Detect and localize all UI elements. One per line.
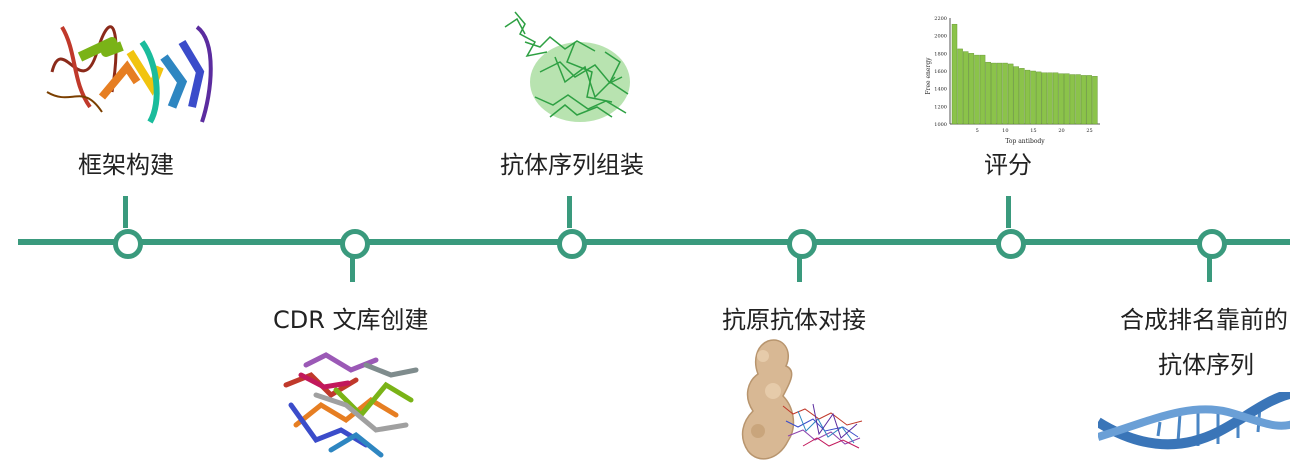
chart-bar xyxy=(963,51,969,125)
node-6 xyxy=(1197,229,1227,259)
framework-ribbon-image xyxy=(46,25,213,124)
node-3 xyxy=(557,229,587,259)
step-label-sequence-assembly: 抗体序列组装 xyxy=(500,151,644,179)
step-label-cdr-library: CDR 文库创建 xyxy=(273,306,429,334)
node-2 xyxy=(340,229,370,259)
chart-bar xyxy=(1064,73,1070,125)
chart-ylabel: Free energy xyxy=(925,57,932,95)
step-label-docking: 抗原抗体对接 xyxy=(722,306,866,334)
chart-bar xyxy=(1041,72,1048,125)
chart-bar xyxy=(1036,71,1042,125)
chart-bar xyxy=(1069,74,1076,125)
chart-y-tick-label: 1200 xyxy=(934,104,947,110)
chart-y-tick-label: 2200 xyxy=(934,16,947,22)
step-label-synthesis-line1: 合成排名靠前的 xyxy=(1120,306,1288,334)
step-label-scoring: 评分 xyxy=(984,151,1032,179)
stem-5 xyxy=(1006,196,1011,228)
chart-bar xyxy=(1047,72,1053,125)
docking-surface-image xyxy=(741,339,863,460)
chart-bar xyxy=(1030,70,1036,125)
chart-bar xyxy=(968,53,975,125)
chart-bar xyxy=(1013,66,1019,125)
chart-bar xyxy=(1058,73,1064,125)
chart-x-tick-label: 15 xyxy=(1030,128,1036,134)
chart-bar xyxy=(1002,62,1008,125)
stem-3 xyxy=(567,196,572,228)
stem-6 xyxy=(1207,256,1212,282)
scoring-bar-chart: Free energy 2200 2000 1800 1600 1400 1200 1000… xyxy=(925,16,1100,145)
chart-bar xyxy=(991,62,997,125)
chart-x-tick-label: 20 xyxy=(1058,128,1064,134)
sequence-assembly-cloud-image xyxy=(504,11,630,122)
node-5 xyxy=(996,229,1026,259)
stem-2 xyxy=(350,256,355,282)
chart-bar xyxy=(1052,72,1059,125)
dna-helix-image xyxy=(1098,392,1290,450)
chart-y-tick-label: 2000 xyxy=(934,34,947,40)
chart-bar xyxy=(1075,74,1081,125)
timeline-line xyxy=(18,239,1290,245)
chart-bar xyxy=(996,62,1003,125)
chart-bar xyxy=(1019,68,1025,125)
chart-y-tick-label: 1800 xyxy=(934,51,947,57)
chart-x-tick-label: 5 xyxy=(976,128,979,134)
chart-x-tick-label: 10 xyxy=(1002,128,1008,134)
chart-bar xyxy=(951,23,958,125)
chart-xlabel: Top antibody xyxy=(1005,138,1045,145)
stem-4 xyxy=(797,256,802,282)
chart-bar xyxy=(1092,76,1098,125)
node-1 xyxy=(113,229,143,259)
chart-bar xyxy=(985,61,991,125)
chart-bar xyxy=(1086,75,1092,125)
chart-y-tick-label: 1600 xyxy=(934,69,947,75)
chart-x-tick-label: 25 xyxy=(1086,128,1092,134)
chart-bar xyxy=(974,54,980,125)
chart-y-tick-label: 1400 xyxy=(934,87,947,93)
stem-1 xyxy=(123,196,128,228)
chart-y-tick-label: 1000 xyxy=(934,122,947,128)
chart-bar xyxy=(979,54,986,125)
chart-bar xyxy=(1007,63,1014,125)
chart-bar xyxy=(957,48,963,125)
node-4 xyxy=(787,229,817,259)
chart-bar xyxy=(1024,69,1031,125)
step-label-framework: 框架构建 xyxy=(78,151,174,179)
chart-bar xyxy=(1080,75,1087,125)
step-label-synthesis-line2: 抗体序列 xyxy=(1158,351,1254,379)
cdr-library-sticks-image xyxy=(283,352,419,458)
